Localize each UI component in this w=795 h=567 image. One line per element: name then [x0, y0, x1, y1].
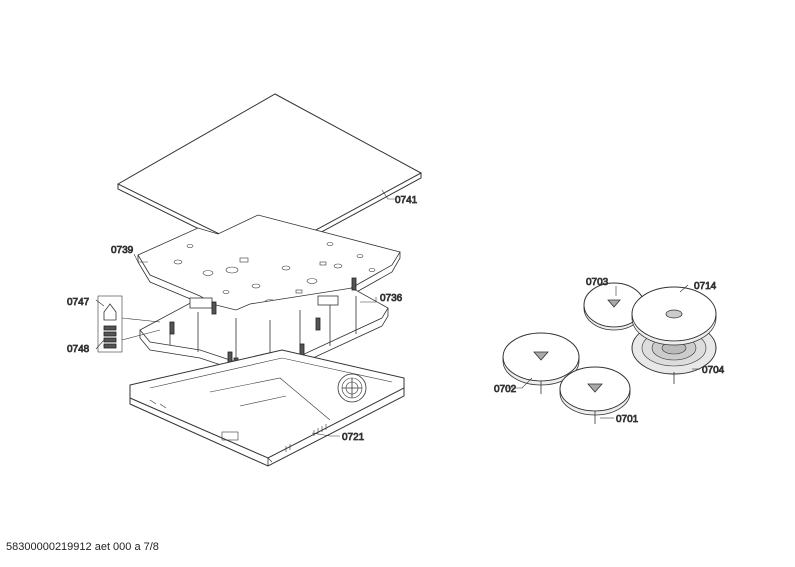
- heating-element-0702: [502, 332, 580, 394]
- label-0741: 0741: [395, 195, 418, 206]
- label-0704: 0704: [702, 365, 725, 376]
- leader-lines: [95, 189, 700, 437]
- label-0721: 0721: [342, 432, 365, 443]
- label-0736: 0736: [380, 293, 403, 304]
- bottom-housing: [129, 349, 405, 467]
- label-0701: 0701: [616, 414, 639, 425]
- label-0748: 0748: [67, 344, 90, 355]
- label-0747: 0747: [67, 297, 90, 308]
- label-0702: 0702: [494, 384, 517, 395]
- heating-element-0701: [559, 366, 631, 424]
- part-labels: 0741 0739 0736 0747 0748 0721 0703 0714 …: [67, 195, 725, 444]
- document-id: 58300000219912 aet 000 a 7/8: [6, 541, 159, 553]
- heating-element-0714: [631, 286, 717, 346]
- label-0714: 0714: [694, 281, 717, 292]
- label-0703: 0703: [586, 277, 609, 288]
- label-0739: 0739: [111, 245, 134, 256]
